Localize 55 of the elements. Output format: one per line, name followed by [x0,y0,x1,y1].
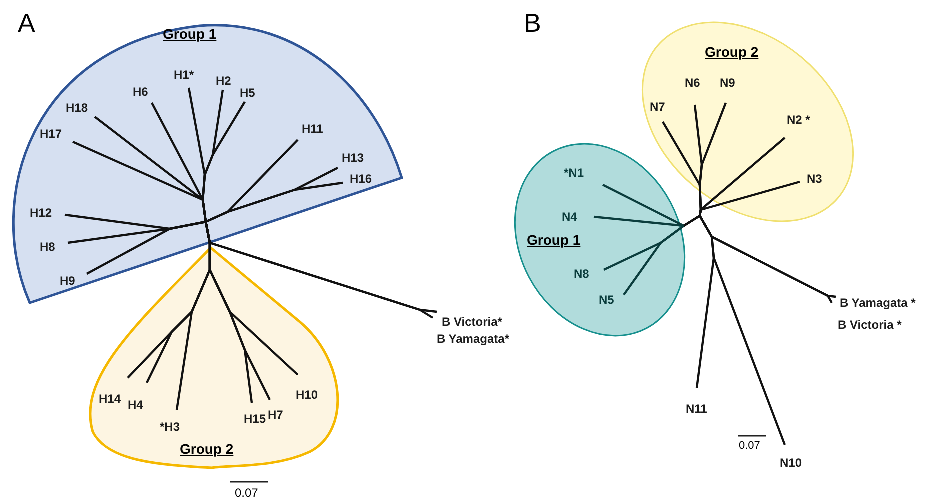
leaf-label: H8 [40,240,56,254]
leaf-label: B Yamagata* [437,332,510,346]
clade-group-outline [640,20,855,223]
scale-label: 0.07 [235,486,258,500]
leaf-label: H9 [60,274,76,288]
tree-branch [86,220,212,275]
tree-branch [594,216,684,228]
leaf-label: H7 [268,408,284,422]
tree-branch [228,312,271,400]
leaf-label: H13 [342,151,364,165]
leaf-label: N8 [574,267,590,281]
leaf-label: B Victoria * [838,318,902,332]
leaf-label: N6 [685,76,700,90]
leaf-label: H16 [350,172,372,186]
tree-branch [229,311,299,376]
tree-branch [602,184,684,227]
scale-label: 0.07 [739,440,760,452]
leaf-label: N10 [780,456,802,470]
leaf-label: *N1 [564,166,584,180]
leaf-label: N5 [599,293,614,307]
leaf-label: N11 [686,402,708,416]
leaf-label: H12 [30,206,52,220]
leaf-label: H5 [240,86,256,100]
leaf-label: H15 [244,412,266,426]
leaf-label: H4 [128,398,144,412]
leaf-label: B Yamagata * [840,296,916,310]
tree-branch [698,180,800,216]
leaf-label: H17 [40,127,62,141]
leaf-label: H1* [174,68,194,82]
leaf-label: *H3 [160,420,180,434]
leaf-label: N7 [650,100,666,114]
group-title: Group 1 [527,232,581,248]
leaf-label: H10 [296,388,318,402]
leaf-label: N2 * [787,113,810,127]
leaf-label: H14 [99,392,122,406]
leaf-label: H2 [216,74,232,88]
leaf-label: H6 [133,85,148,99]
clade-group-outline [513,142,687,338]
group-title: Group 2 [180,441,234,457]
leaf-label: B Victoria* [442,315,502,329]
tree-branch [623,225,685,296]
leaf-label: H11 [302,122,324,136]
group-title: Group 1 [163,26,217,42]
leaf-label: N4 [562,210,578,224]
leaf-label: N3 [807,172,822,186]
leaf-label: N9 [720,76,736,90]
group-title: Group 2 [705,44,759,60]
tree-branch [710,236,786,446]
tree-branch [146,311,193,384]
tree-branch [176,312,194,410]
tree-branch [420,308,438,314]
leaf-label: H18 [66,101,88,115]
panel-letter: B [524,8,542,39]
tree-branch [419,309,434,319]
panel-letter: A [18,8,36,39]
